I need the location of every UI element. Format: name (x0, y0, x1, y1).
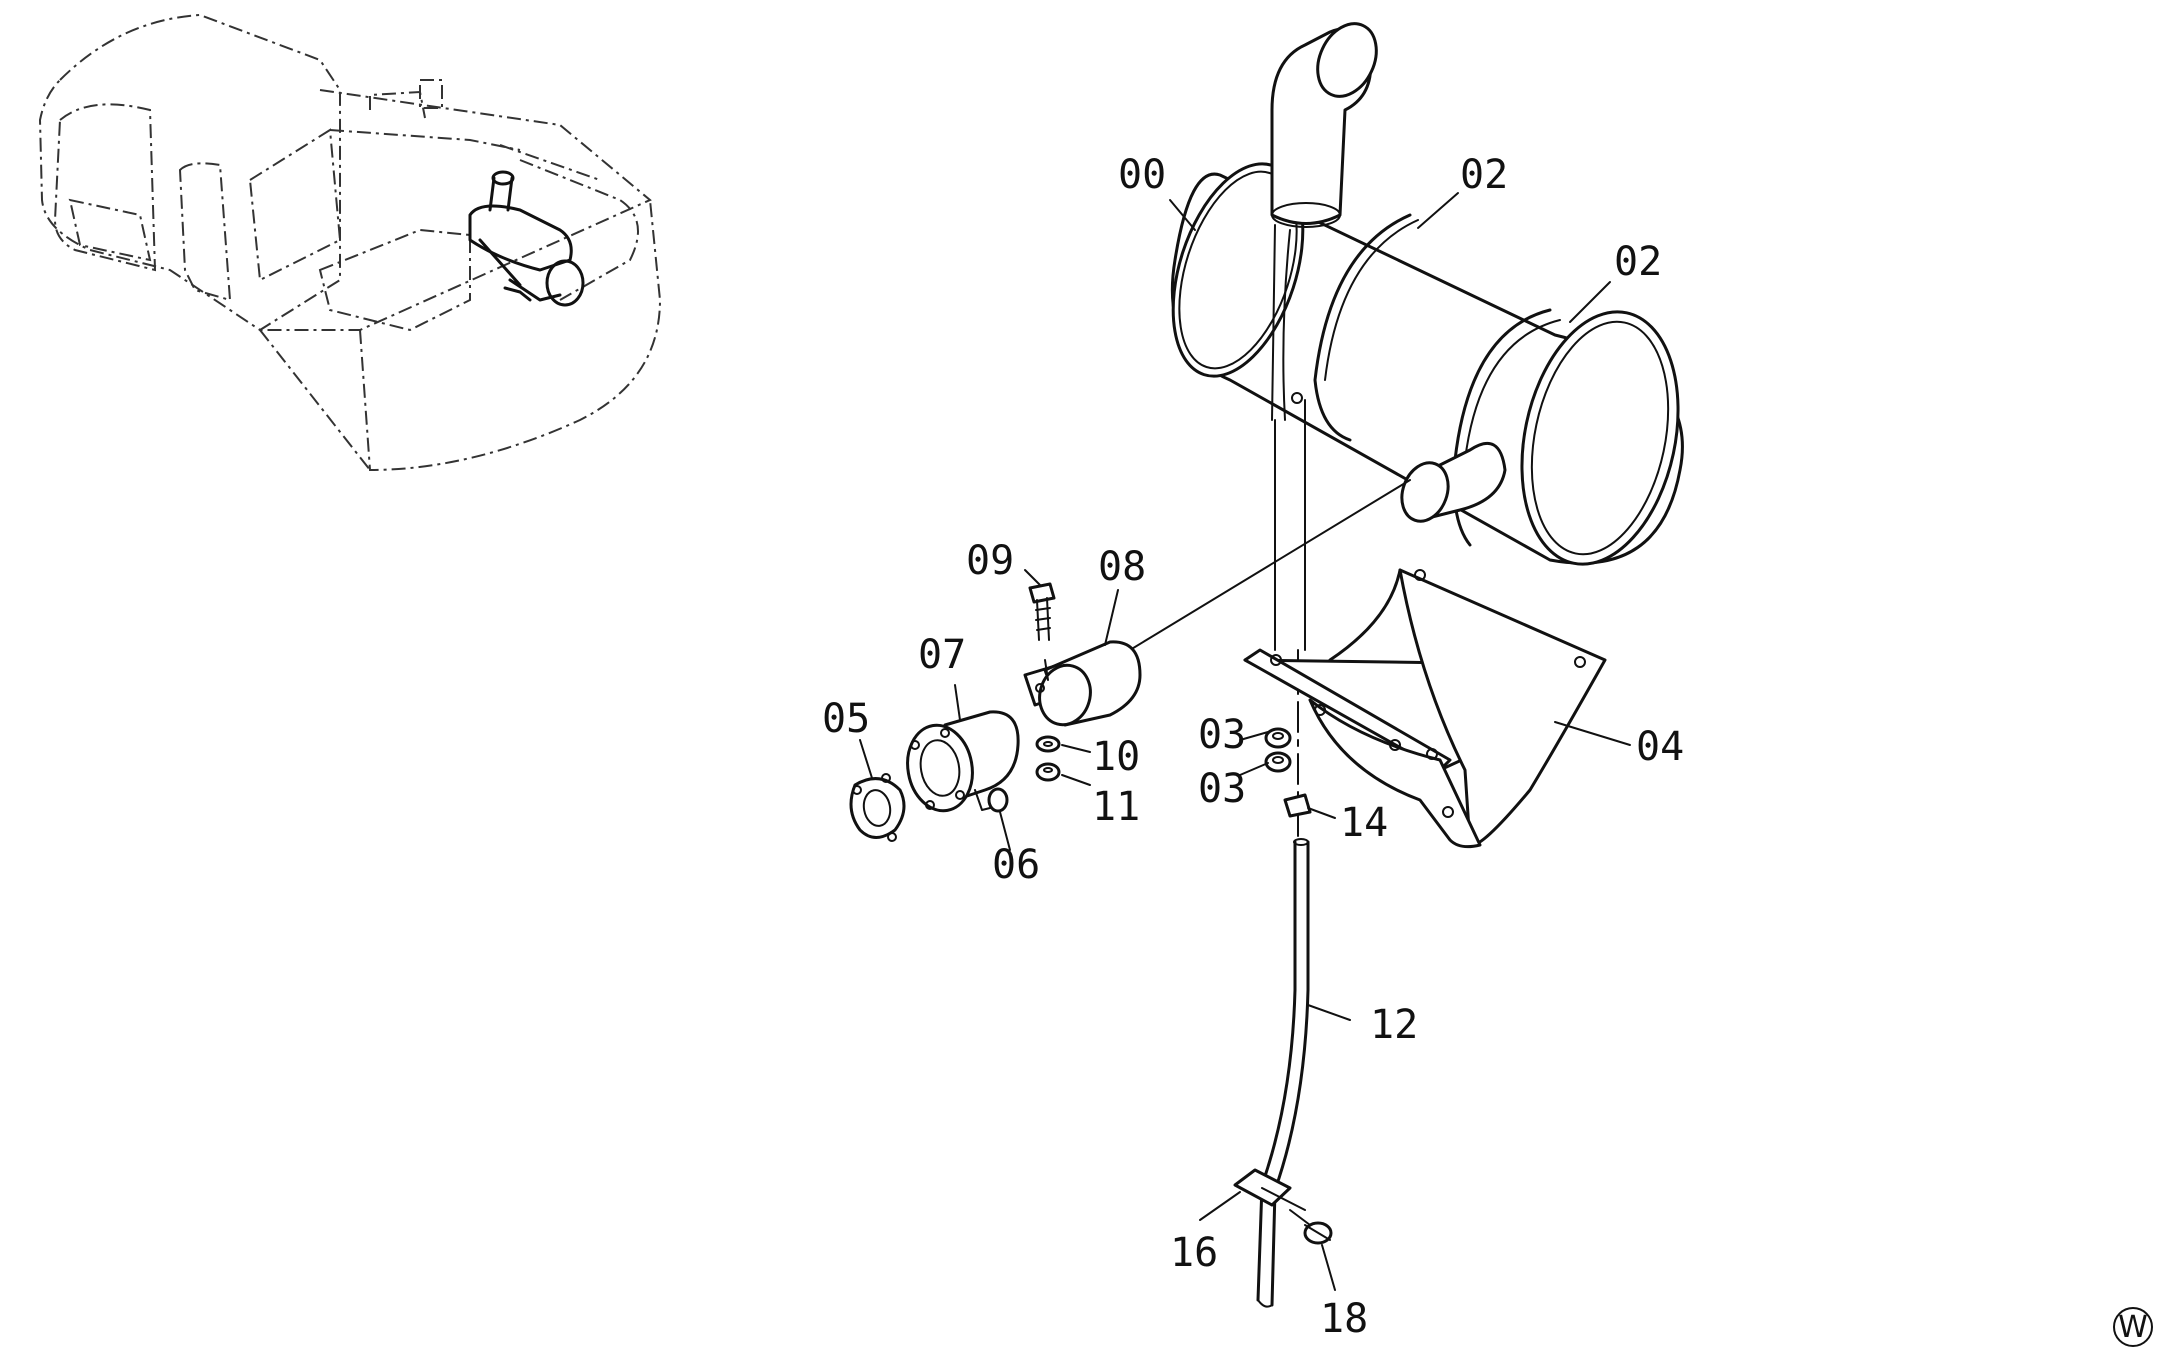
flange-07 (906, 710, 1020, 813)
callout-18: 18 (1320, 1296, 1368, 1342)
callout-09: 09 (966, 538, 1014, 584)
callout-03-upper: 03 (1198, 712, 1246, 758)
callout-00: 00 (1118, 152, 1166, 198)
callout-12: 12 (1370, 1002, 1418, 1048)
washer-10 (1035, 735, 1061, 753)
callout-03-lower: 03 (1198, 766, 1246, 812)
callout-10: 10 (1092, 734, 1140, 780)
bolt-09 (1028, 582, 1056, 641)
drain-pipe (1256, 838, 1310, 1308)
callout-05: 05 (822, 696, 870, 742)
nut-11 (1035, 762, 1061, 782)
callout-labels: 00 02 02 03 03 04 05 06 07 08 09 10 11 1… (822, 152, 1684, 1342)
nut-03b (1264, 751, 1292, 773)
callout-06: 06 (992, 842, 1040, 888)
callout-07: 07 (918, 632, 966, 678)
clamp-16 (1233, 1168, 1306, 1211)
callout-11: 11 (1092, 784, 1140, 830)
elbow-08 (1023, 640, 1142, 727)
muffler-assembly (1170, 22, 1684, 566)
machine-overview (38, 13, 662, 472)
leader-lines (859, 192, 1631, 1291)
callout-02-upper: 02 (1460, 152, 1508, 198)
bolt-18 (1289, 1209, 1333, 1245)
bracket (1243, 568, 1607, 849)
clip-14 (1283, 793, 1312, 818)
callout-02-lower: 02 (1614, 239, 1662, 285)
nut-03a (1264, 727, 1292, 749)
callout-16: 16 (1170, 1230, 1218, 1276)
callout-04: 04 (1636, 724, 1684, 770)
callout-08: 08 (1098, 544, 1146, 590)
stud-rod (1274, 399, 1306, 841)
nut-06 (974, 787, 1009, 813)
corner-mark-letter: W (2118, 1310, 2148, 1345)
gasket-05 (849, 773, 906, 842)
corner-mark: W (2113, 1307, 2153, 1347)
connection-line (1129, 479, 1411, 651)
callout-14: 14 (1340, 800, 1388, 846)
